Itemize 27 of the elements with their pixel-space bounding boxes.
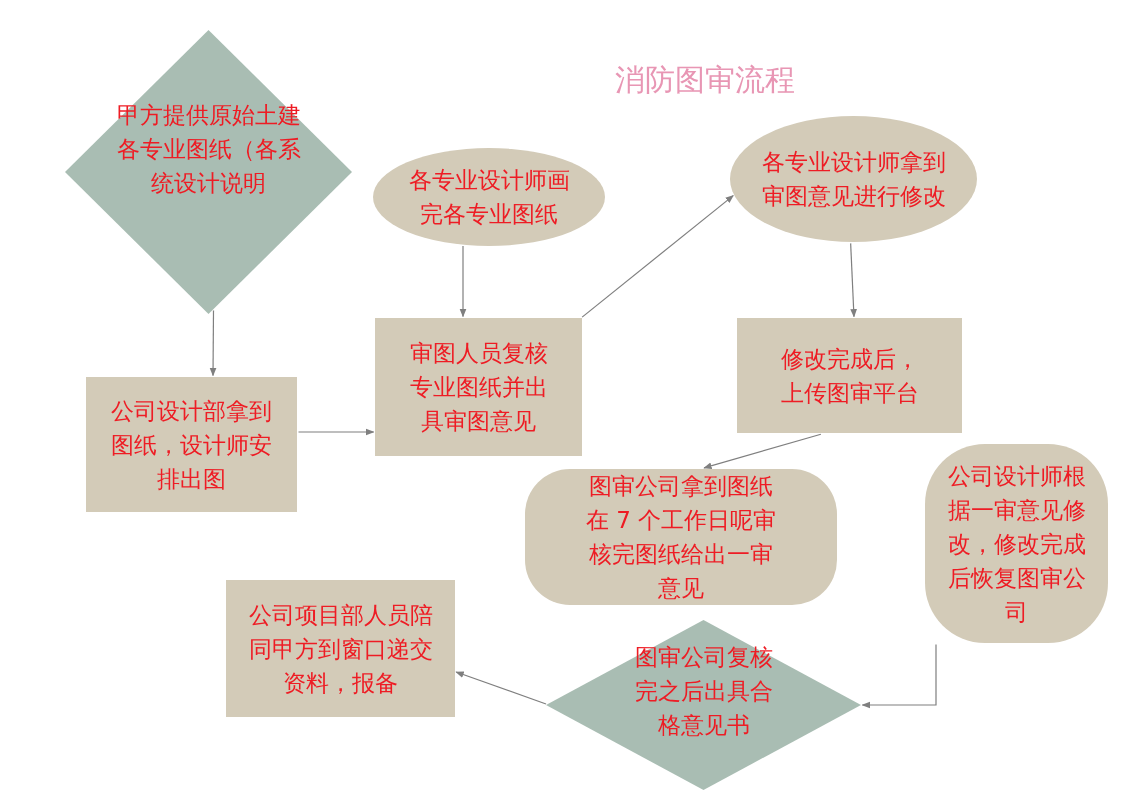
arrow: [459, 245, 467, 318]
decision-diamond: [65, 30, 352, 314]
node-text: 图审公司复核完之后出具合格意见书: [633, 643, 774, 741]
node-text: 公司项目部人员陪同甲方到窗口递交资料，报备: [247, 600, 434, 698]
title: 消防图审流程: [614, 61, 796, 99]
process-box: [86, 377, 297, 512]
node-text: 公司设计师根据一审意见修改，修改完成后恢复图审公司: [946, 461, 1087, 627]
decision-diamond: [546, 620, 861, 790]
arrow: [297, 428, 375, 436]
process-box: [737, 318, 962, 433]
node-text: 公司设计部拿到图纸，设计师安排出图: [110, 396, 273, 494]
arrow: [455, 671, 547, 705]
process-box: [226, 580, 455, 717]
node-text: 各专业设计师画完各专业图纸: [407, 166, 571, 229]
arrow: [703, 433, 822, 470]
node-text: 审图人员复核专业图纸并出具审图意见: [408, 339, 549, 436]
node-text: 甲方提供原始土建各专业图纸（各系统设计说明: [115, 101, 302, 199]
arrow: [850, 242, 857, 318]
node-text: 各专业设计师拿到审图意见进行修改: [760, 148, 947, 211]
process-box: [375, 318, 582, 456]
rounded-box: [525, 469, 837, 605]
rounded-box: [925, 444, 1108, 643]
arrow: [861, 643, 937, 709]
arrow: [209, 309, 217, 377]
arrow: [581, 195, 734, 318]
node-text: 修改完成后，上传图审平台: [779, 344, 920, 408]
node-text: 图审公司拿到图纸在 7 个工作日呢审核完图纸给出一审意见: [584, 472, 778, 603]
